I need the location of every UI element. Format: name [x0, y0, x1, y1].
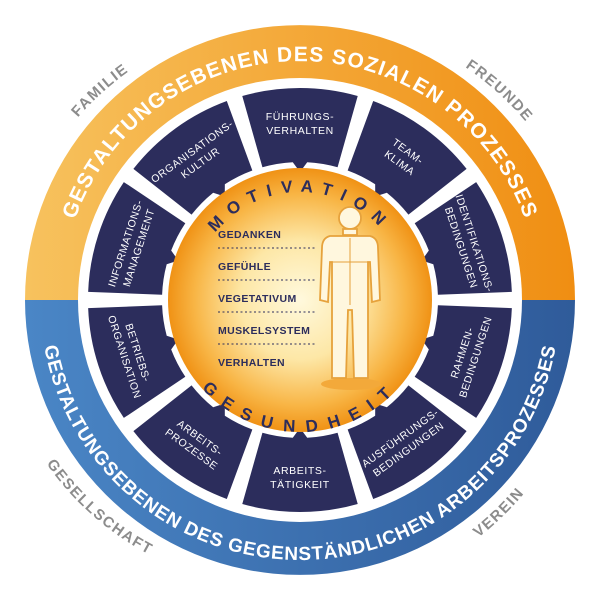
human-figure-icon: [319, 206, 381, 390]
segment-rahmenbedingungen: [414, 305, 512, 418]
segment-organisationskultur: [133, 101, 253, 215]
factor-list: GEDANKEN GEFÜHLE VEGETATIVUM MUSKELSYSTE…: [218, 229, 316, 369]
segment-identifikationsbedingungen: [414, 182, 512, 295]
factor-label: VERHALTEN: [218, 357, 285, 369]
segment-arbeitsprozesse: [133, 385, 253, 499]
segment-label-line: VERHALTEN: [266, 125, 334, 137]
factor-label: GEFÜHLE: [218, 260, 271, 273]
segment-label-arbeitstaetigkeit: ARBEITS- TÄTIGKEIT: [270, 465, 330, 491]
segment-ring: FÜHRUNGS-VERHALTENTEAM-KLIMAIDENTIFIKATI…: [88, 88, 512, 512]
segment-label-line: FÜHRUNGS-: [266, 111, 334, 123]
segment-label-line: TÄTIGKEIT: [270, 479, 330, 491]
segment-fuehrungsverhalten: [242, 88, 358, 172]
factor-label: GEDANKEN: [218, 229, 281, 241]
segment-arbeitstaetigkeit: [242, 428, 358, 512]
center-disc-group: MOTIVATION GESUNDHEIT GEDANKEN GEFÜHLE V…: [168, 168, 432, 436]
segment-teamklima: [347, 101, 467, 215]
segment-label-fuehrungsverhalten: FÜHRUNGS- VERHALTEN: [266, 111, 334, 137]
factor-label: MUSKELSYSTEM: [218, 325, 310, 337]
segment-betriebsorganisation: [88, 305, 186, 418]
segment-informationsmanagement: [88, 182, 186, 295]
segment-label-line: ARBEITS-: [273, 465, 326, 477]
factor-label: VEGETATIVUM: [218, 293, 297, 305]
segment-ausfuehrungsbedingungen: [347, 385, 467, 499]
